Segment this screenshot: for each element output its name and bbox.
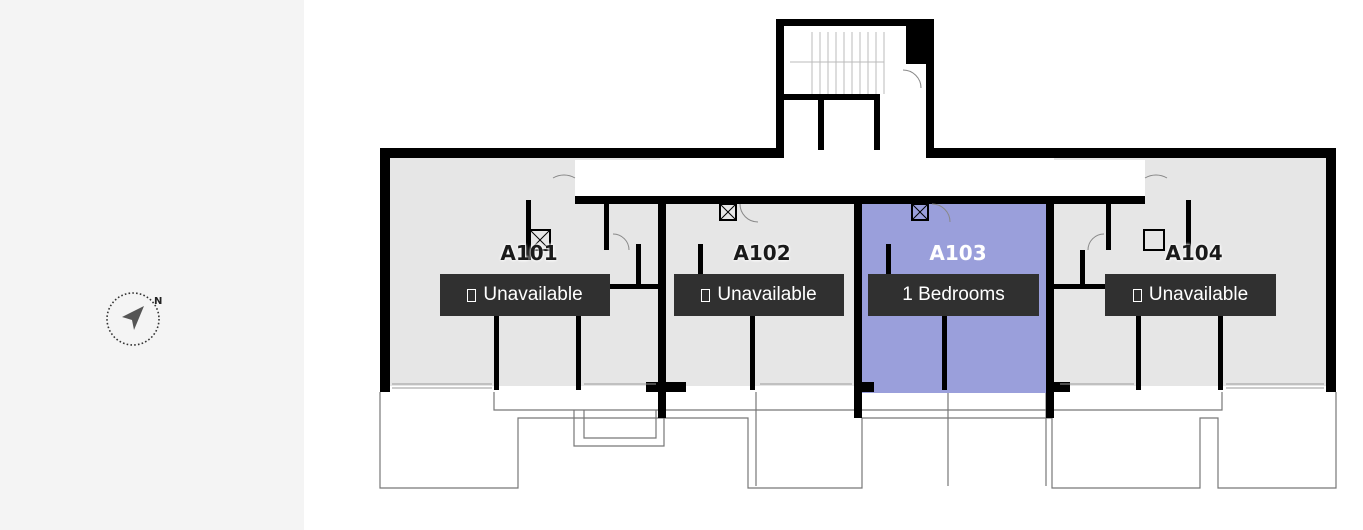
unit-status-label: Unavailable bbox=[483, 284, 583, 305]
unavailable-icon bbox=[1132, 288, 1142, 302]
unit-status-label: Unavailable bbox=[717, 284, 817, 305]
closet-crosses bbox=[529, 203, 929, 251]
corridor bbox=[575, 160, 1145, 198]
unavailable-icon bbox=[701, 288, 711, 302]
walls bbox=[380, 19, 1336, 418]
unit-status-button-a104[interactable]: Unavailable bbox=[1105, 274, 1276, 316]
unit-status-button-a103[interactable]: 1 Bedrooms bbox=[868, 274, 1039, 316]
closets bbox=[529, 203, 1165, 251]
unit-label-a101[interactable]: A101 bbox=[500, 241, 558, 265]
stair-core bbox=[784, 26, 926, 150]
unit-status-label: Unavailable bbox=[1148, 284, 1249, 305]
door-swings bbox=[552, 69, 1168, 251]
stair-treads bbox=[790, 32, 885, 94]
unavailable-icon bbox=[467, 288, 477, 302]
compass-icon: N bbox=[106, 292, 162, 346]
compass-north-label: N bbox=[154, 296, 162, 307]
side-panel: N bbox=[0, 0, 304, 530]
unit-label-a104[interactable]: A104 bbox=[1165, 241, 1223, 265]
unit-status-button-a102[interactable]: Unavailable bbox=[674, 274, 844, 316]
unit-status-button-a101[interactable]: Unavailable bbox=[440, 274, 610, 316]
unit-label-a103[interactable]: A103 bbox=[929, 241, 987, 265]
unit-label-a102[interactable]: A102 bbox=[733, 241, 791, 265]
unit-status-label: 1 Bedrooms bbox=[902, 284, 1005, 305]
windows bbox=[392, 383, 1324, 389]
